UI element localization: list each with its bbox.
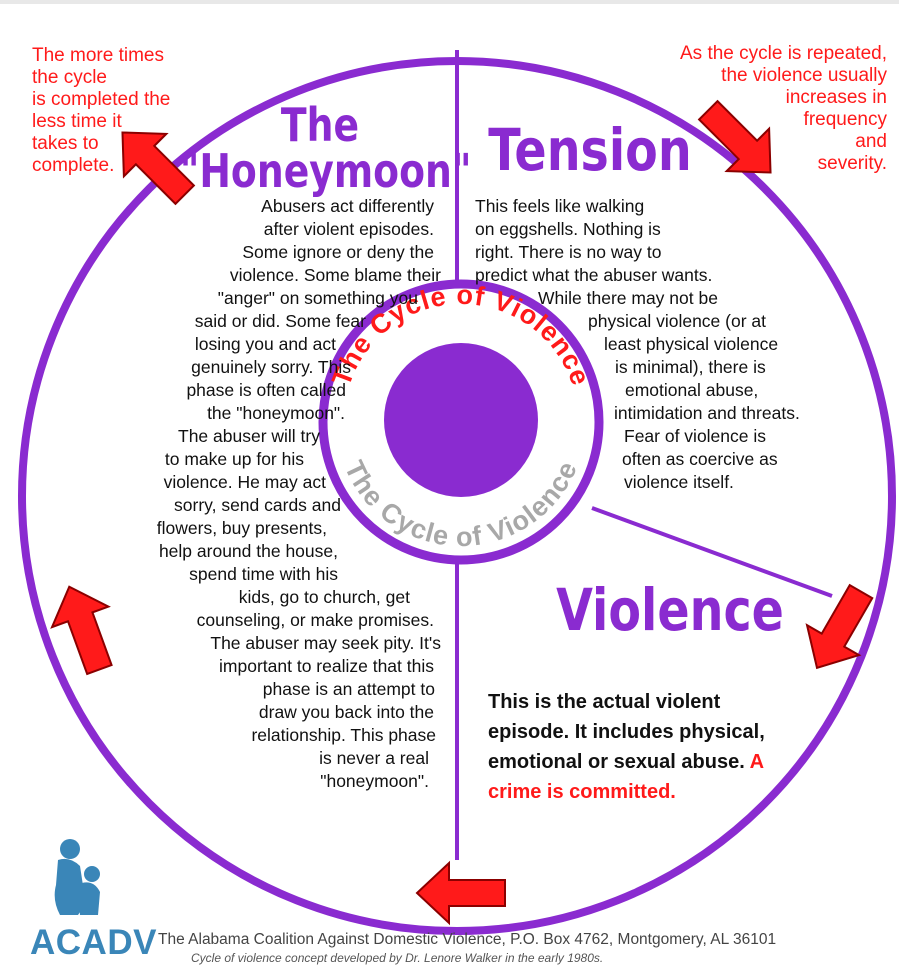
note-line: the violence usually (721, 65, 887, 86)
honeymoon-line: The abuser may seek pity. It's (210, 633, 441, 653)
violence-description: This is the actual violent episode. It i… (488, 687, 788, 807)
acadv-logo-text: ACADV (30, 923, 157, 962)
tension-line: physical violence (or at (588, 311, 766, 331)
honeymoon-title-line2: "Honeymoon" (179, 144, 472, 198)
divider-right (591, 506, 833, 598)
honeymoon-line: draw you back into the (258, 702, 434, 722)
honeymoon-line: the "honeymoon". (207, 403, 345, 423)
note-line: and (855, 131, 887, 152)
tension-line: is minimal), there is (615, 357, 766, 377)
arrow-left-icon (50, 585, 113, 676)
note-line: takes to (32, 133, 99, 154)
note-line: is completed the (32, 89, 171, 110)
top-border (0, 0, 899, 4)
arrow-top-left-icon (121, 131, 196, 206)
tension-line: right. There is no way to (475, 242, 662, 262)
honeymoon-line: "honeymoon". (320, 771, 429, 791)
honeymoon-line: losing you and act (194, 334, 336, 354)
honeymoon-line: violence. Some blame their (229, 265, 441, 285)
note-top-right: As the cycle is repeated,the violence us… (627, 43, 887, 175)
note-line: increases in (785, 87, 887, 108)
honeymoon-line: to make up for his (164, 449, 304, 469)
footer-credit: Cycle of violence concept developed by D… (191, 951, 604, 965)
honeymoon-line: important to realize that this (219, 656, 434, 676)
note-line: less time it (32, 111, 122, 132)
parent-child-logo-icon (54, 839, 100, 915)
honeymoon-line: Some ignore or deny the (242, 242, 434, 262)
arrow-bottom-icon (415, 860, 506, 926)
honeymoon-line: genuinely sorry. This (191, 357, 351, 377)
tension-title: Tension (488, 116, 692, 184)
tension-line: on eggshells. Nothing is (475, 219, 661, 239)
honeymoon-line: The abuser will try (178, 426, 320, 446)
violence-title: Violence (556, 576, 784, 644)
honeymoon-line: help around the house, (158, 541, 338, 561)
honeymoon-line: is never a real (319, 748, 429, 768)
honeymoon-line: counseling, or make promises. (196, 610, 434, 630)
tension-line: While there may not be (538, 288, 718, 308)
tension-line: emotional abuse, (625, 380, 759, 400)
honeymoon-line: violence. He may act (163, 472, 326, 492)
arrow-right-icon (805, 583, 874, 670)
violence-crime-text: A crime is committed. (488, 751, 764, 803)
note-line: complete. (32, 155, 115, 176)
honeymoon-line: "anger" on something you (217, 288, 418, 308)
tension-line: predict what the abuser wants. (475, 265, 713, 285)
honeymoon-line: after violent episodes. (263, 219, 434, 239)
tension-line: least physical violence (604, 334, 779, 354)
violence-text: This is the actual violent episode. It i… (488, 691, 765, 773)
honeymoon-line: spend time with his (189, 564, 338, 584)
note-line: severity. (817, 153, 887, 174)
honeymoon-title-line1: The (280, 98, 360, 152)
honeymoon-line: relationship. This phase (251, 725, 436, 745)
honeymoon-line: sorry, send cards and (174, 495, 341, 515)
tension-line: Fear of violence is (624, 426, 767, 446)
arrow-top-right-icon (697, 99, 772, 174)
tension-line: often as coercive as (622, 449, 778, 469)
footer-org-address: The Alabama Coalition Against Domestic V… (158, 931, 777, 948)
tension-line: This feels like walking (475, 196, 645, 216)
note-line: As the cycle is repeated, (680, 43, 887, 64)
note-line: The more times the cycle (32, 45, 164, 88)
tension-line: violence itself. (624, 472, 734, 492)
honeymoon-line: kids, go to church, get (238, 587, 410, 607)
honeymoon-line: said or did. Some fear (194, 311, 366, 331)
note-line: frequency (803, 109, 887, 130)
honeymoon-line: flowers, buy presents, (156, 518, 327, 538)
honeymoon-line: phase is often called (186, 380, 346, 400)
tension-line: intimidation and threats. (614, 403, 800, 423)
honeymoon-line: phase is an attempt to (262, 679, 435, 699)
center-dot (384, 343, 538, 497)
honeymoon-line: Abusers act differently (261, 196, 434, 216)
